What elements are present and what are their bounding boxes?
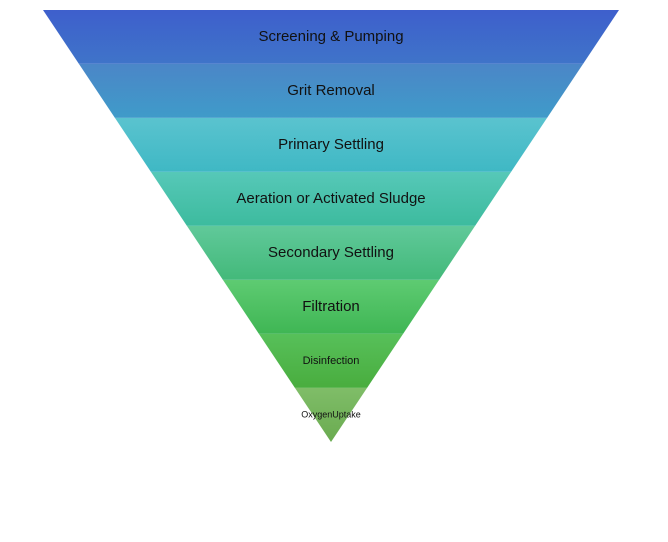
funnel-segment-label: Filtration [302, 298, 360, 315]
funnel-segment [115, 118, 547, 172]
funnel-segment [295, 388, 367, 442]
funnel-segment-label: Secondary Settling [268, 244, 394, 261]
funnel-segment [151, 172, 511, 226]
funnel-segment [43, 10, 619, 64]
funnel-segment-label: OxygenUptake [301, 409, 361, 419]
funnel-segment [79, 64, 583, 118]
funnel-segment [259, 334, 403, 388]
funnel-segment-label: Primary Settling [278, 136, 384, 153]
funnel-segment-label: Screening & Pumping [258, 28, 403, 45]
funnel-segment-label: Grit Removal [287, 82, 375, 99]
funnel-segment [223, 280, 439, 334]
funnel-segment-label: Disinfection [303, 355, 360, 367]
funnel-segment-label: Aeration or Activated Sludge [236, 190, 425, 207]
funnel-segment [187, 226, 475, 280]
